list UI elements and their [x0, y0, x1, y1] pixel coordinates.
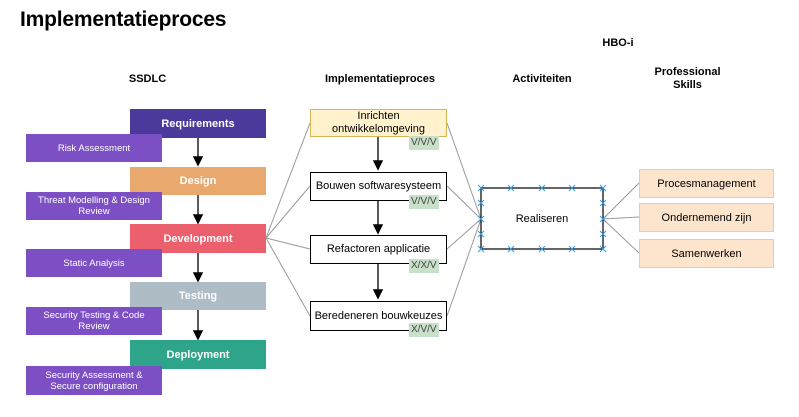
link-step4-activity	[446, 218, 482, 317]
step-bouwen-softwaresysteem: Bouwen softwaresysteem	[310, 172, 447, 201]
step-1-badge: V/V/V	[409, 136, 439, 150]
security-assessment-config: Security Assessment & Secure configurati…	[26, 366, 162, 395]
step-4-badge: X/V/V	[409, 323, 439, 337]
link-activity-skill3	[602, 218, 640, 254]
link-dev-step3	[265, 237, 311, 250]
link-activity-skill2	[602, 216, 640, 220]
link-step1-activity	[446, 122, 482, 220]
security-threat-modelling: Threat Modelling & Design Review	[26, 192, 162, 220]
implementatieproces-header: Implementatieproces	[324, 73, 436, 85]
phase-development: Development	[130, 224, 266, 253]
link-activity-skill1	[602, 182, 640, 220]
link-dev-step4	[265, 237, 311, 317]
hbo-i-header: HBO-i	[602, 37, 634, 49]
ssdlc-header: SSDLC	[128, 73, 167, 85]
step-inrichten-ontwikkelomgeving: Inrichten ontwikkelomgeving	[310, 109, 447, 137]
security-static-analysis: Static Analysis	[26, 249, 162, 277]
link-step3-activity	[446, 218, 482, 250]
phase-testing: Testing	[130, 282, 266, 310]
phase-deployment: Deployment	[130, 340, 266, 369]
security-risk-assessment: Risk Assessment	[26, 134, 162, 162]
activiteiten-header: Activiteiten	[512, 73, 572, 85]
link-dev-step2	[265, 185, 311, 239]
link-step2-activity	[446, 185, 482, 220]
selection-handles	[477, 184, 607, 253]
professional-skills-header: Professional Skills	[640, 66, 735, 92]
skill-samenwerken: Samenwerken	[639, 239, 774, 268]
step-2-badge: V/V/V	[409, 195, 439, 209]
security-testing-code-review: Security Testing & Code Review	[26, 307, 162, 335]
skills-header-line2: Skills	[673, 79, 702, 91]
skill-ondernemend-zijn: Ondernemend zijn	[639, 203, 774, 232]
skill-procesmanagement: Procesmanagement	[639, 169, 774, 198]
step-3-badge: X/X/V	[409, 259, 439, 273]
activity-realiseren: Realiseren	[515, 212, 569, 225]
link-dev-step1	[265, 122, 311, 239]
phase-requirements: Requirements	[130, 109, 266, 138]
page-title: Implementatieproces	[20, 8, 227, 31]
skills-header-line1: Professional	[654, 66, 721, 78]
phase-design: Design	[130, 167, 266, 195]
